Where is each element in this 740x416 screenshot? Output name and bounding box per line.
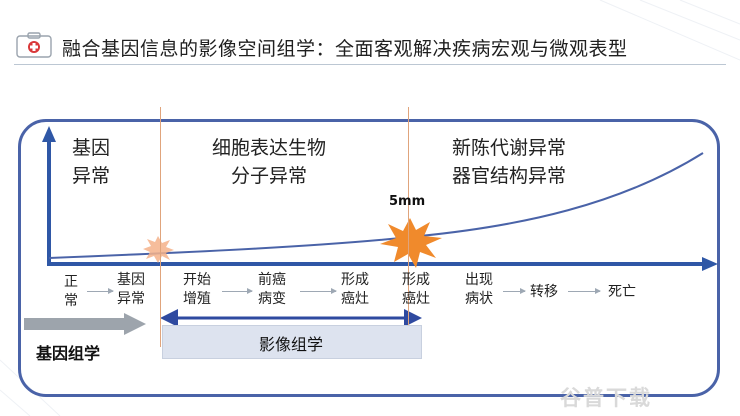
stage-gene-abnormal-line2: 异常 (117, 291, 145, 307)
stage-lesion-forming-line1: 形成 (341, 272, 369, 288)
y-axis-arrowhead (42, 126, 56, 142)
stage-precancer: 前癌 病变 (258, 271, 286, 309)
stage-arrow-3 (300, 288, 337, 294)
stage-arrow-2 (222, 288, 253, 294)
title-divider (14, 64, 726, 65)
region-molecular-line1: 细胞表达生物 (212, 137, 327, 159)
boundary-line-1 (160, 107, 161, 347)
genomics-label: 基因组学 (36, 344, 101, 363)
stage-arrow-4 (503, 288, 526, 294)
stage-proliferation: 开始 增殖 (183, 271, 211, 309)
watermark: 谷普下载 (560, 386, 652, 410)
stage-normal-line1: 正 (64, 274, 78, 290)
stage-lesion-forming-line2: 癌灶 (341, 291, 369, 307)
size-label: 5mm (389, 194, 426, 209)
region-metabolic: 新陈代谢异常 器官结构异常 (452, 134, 566, 190)
genomics-arrow (24, 318, 124, 330)
x-axis-arrowhead (702, 257, 718, 271)
stage-symptoms-line1: 出现 (465, 272, 493, 288)
medical-kit-icon (16, 32, 52, 58)
radiomics-label: 影像组学 (258, 335, 323, 354)
region-molecular-line2: 分子异常 (231, 165, 308, 187)
stage-lesion-forming: 形成 癌灶 (341, 271, 369, 309)
stage-lesion-formed: 形成 癌灶 (402, 271, 430, 309)
stage-metastasis: 转移 (530, 283, 558, 302)
stage-lesion-formed-line1: 形成 (402, 272, 430, 288)
stage-death: 死亡 (608, 283, 636, 302)
region-metabolic-line1: 新陈代谢异常 (452, 137, 567, 159)
region-genetic: 基因 异常 (72, 134, 110, 190)
progression-curve (48, 152, 704, 259)
stage-symptoms: 出现 病状 (465, 271, 493, 309)
genomics-arrowhead (124, 313, 146, 335)
stage-symptoms-line2: 病状 (465, 291, 493, 307)
large-starburst (380, 218, 442, 268)
stage-precancer-line1: 前癌 (258, 272, 286, 288)
stage-metastasis-line1: 转移 (530, 284, 558, 300)
radiomics-box (162, 325, 422, 359)
stage-arrow-1 (87, 288, 114, 294)
diagram-frame (18, 119, 720, 397)
stage-gene-abnormal-line1: 基因 (117, 272, 145, 288)
page-title: 融合基因信息的影像空间组学：全面客观解决疾病宏观与微观表型 (62, 38, 628, 60)
stage-precancer-line2: 病变 (258, 291, 286, 307)
region-molecular: 细胞表达生物 分子异常 (212, 134, 326, 190)
stage-lesion-formed-line2: 癌灶 (402, 291, 430, 307)
stage-normal: 正 常 (64, 273, 78, 311)
stage-proliferation-line1: 开始 (183, 272, 211, 288)
stage-normal-line2: 常 (64, 293, 78, 309)
stage-gene-abnormal: 基因 异常 (117, 271, 145, 309)
stage-death-line1: 死亡 (608, 284, 636, 300)
boundary-line-2 (408, 107, 409, 347)
stage-proliferation-line2: 增殖 (183, 291, 211, 307)
radiomics-arrow-left (160, 309, 178, 327)
region-metabolic-line2: 器官结构异常 (452, 165, 567, 187)
region-genetic-line1: 基因 (72, 137, 111, 159)
stage-arrow-5 (568, 288, 601, 294)
region-genetic-line2: 异常 (72, 165, 111, 187)
small-starburst (143, 236, 174, 263)
